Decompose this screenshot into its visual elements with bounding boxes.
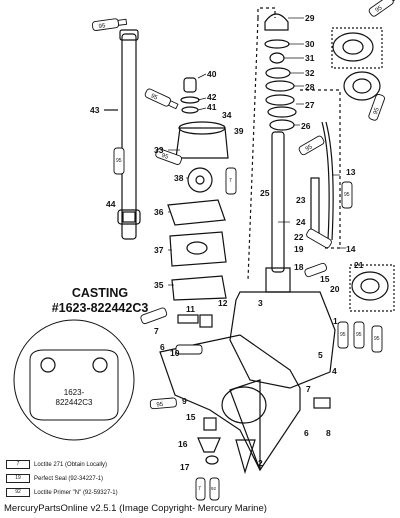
callout-4: 4	[332, 366, 337, 376]
legend-text: Loctite Primer "N" (92-59327-1)	[34, 490, 118, 497]
svg-text:95: 95	[374, 336, 380, 342]
casting-number: #1623-822442C3	[51, 301, 149, 315]
callout-17: 17	[180, 462, 190, 472]
legend-text: Perfect Seal (92-34227-1)	[34, 476, 104, 483]
cap	[264, 13, 289, 31]
copyright-footer: MercuryPartsOnline v2.5.1 (Image Copyrig…	[4, 503, 267, 514]
callout-24: 24	[296, 217, 306, 227]
callout-10: 10	[170, 348, 180, 358]
callout-30: 30	[305, 39, 315, 49]
callout-31: 31	[305, 53, 315, 63]
callout-39: 39	[234, 126, 244, 136]
callout-41: 41	[207, 102, 217, 112]
svg-text:95: 95	[373, 106, 381, 115]
svg-text:95: 95	[375, 5, 384, 14]
legend-row-1: 7 Loctite 271 (Obtain Locally)	[6, 460, 107, 469]
svg-text:95: 95	[156, 402, 164, 409]
svg-text:92: 92	[211, 486, 217, 491]
callout-25: 25	[260, 188, 270, 198]
callout-34: 34	[222, 110, 232, 120]
tube-code-label: 95	[98, 23, 106, 30]
callout-26: 26	[301, 121, 311, 131]
callout-38: 38	[174, 173, 184, 183]
water-pump-housing	[175, 127, 229, 159]
callout-12: 12	[218, 298, 228, 308]
callout-29: 29	[305, 13, 315, 23]
callout-42: 42	[207, 92, 217, 102]
callout-44: 44	[106, 199, 116, 209]
svg-text:95: 95	[305, 144, 314, 153]
driveshaft	[271, 131, 285, 273]
callout-6-left: 6	[160, 342, 165, 352]
callout-35: 35	[154, 280, 164, 290]
svg-text:7: 7	[198, 486, 201, 492]
callout-32: 32	[305, 68, 315, 78]
svg-text:95: 95	[161, 153, 170, 161]
callout-33: 33	[154, 145, 164, 155]
svg-text:95: 95	[340, 332, 346, 338]
callout-43: 43	[90, 105, 100, 115]
callout-14: 14	[346, 244, 356, 254]
svg-text:95: 95	[150, 93, 159, 102]
callout-2: 2	[258, 458, 263, 468]
callout-22: 22	[294, 232, 304, 242]
legend-code: 19	[6, 474, 30, 483]
callout-40: 40	[207, 69, 217, 79]
legend-code: 92	[6, 488, 30, 497]
svg-text:95: 95	[344, 192, 350, 198]
casting-title: CASTING	[71, 286, 129, 300]
callout-9: 9	[182, 396, 187, 406]
callout-15-lower: 15	[186, 412, 196, 422]
callout-6-right: 6	[304, 428, 309, 438]
driveshaft-tube	[121, 33, 137, 240]
callout-19: 19	[294, 244, 304, 254]
callout-16: 16	[178, 439, 188, 449]
legend-row-3: 92 Loctite Primer "N" (92-59327-1)	[6, 488, 118, 497]
casting-label: CASTING #1623-822442C3	[10, 286, 190, 316]
callout-7-left: 7	[154, 326, 159, 336]
callout-27: 27	[305, 100, 315, 110]
callout-8: 8	[326, 428, 331, 438]
callout-11: 11	[186, 304, 195, 314]
callout-23: 23	[296, 195, 306, 205]
callout-20: 20	[330, 284, 340, 294]
legend-row-2: 19 Perfect Seal (92-34227-1)	[6, 474, 103, 483]
legend-code: 7	[6, 460, 30, 469]
svg-text:7: 7	[229, 178, 232, 184]
callout-21: 21	[354, 260, 364, 270]
callout-37: 37	[154, 245, 164, 255]
callout-5: 5	[318, 350, 323, 360]
callout-36: 36	[154, 207, 164, 217]
callout-13: 13	[346, 167, 356, 177]
callout-15: 15	[320, 274, 330, 284]
callout-7-right: 7	[306, 384, 311, 394]
svg-text:95: 95	[356, 332, 362, 338]
casting-detail-text: 1623- 822442C3	[55, 388, 93, 407]
legend-text: Loctite 271 (Obtain Locally)	[34, 462, 108, 469]
svg-text:95: 95	[116, 158, 122, 164]
callout-18: 18	[294, 262, 304, 272]
gear-housing	[229, 291, 336, 389]
callout-1: 1	[333, 316, 338, 326]
callout-28: 28	[305, 82, 315, 92]
callout-3: 3	[258, 298, 263, 308]
